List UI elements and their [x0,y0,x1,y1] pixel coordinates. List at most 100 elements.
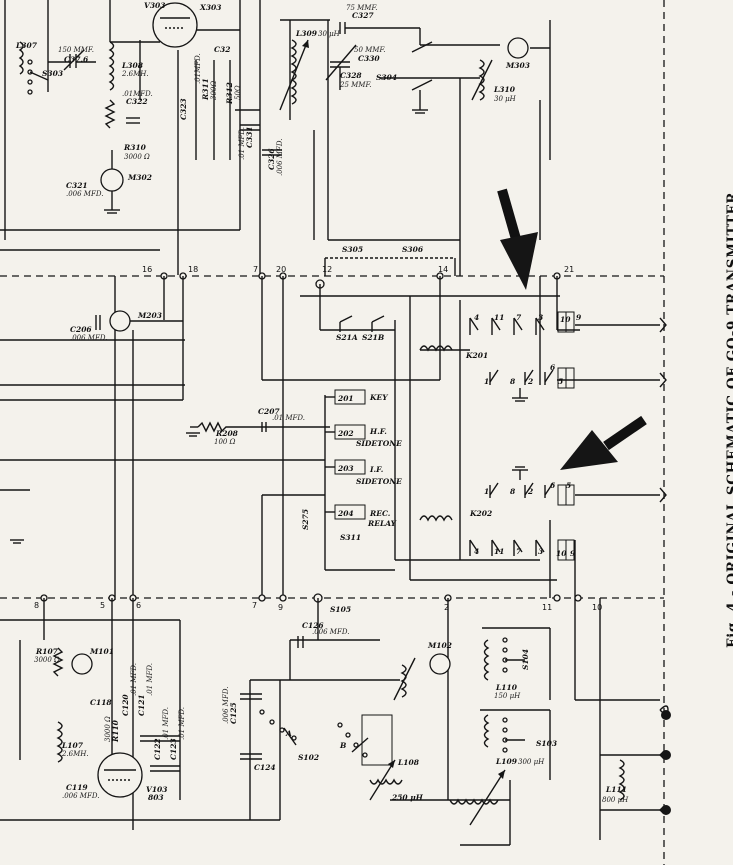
label-s105: S105 [330,605,351,614]
k201-relay [419,311,575,402]
label-l309: L309 [295,29,318,38]
terminal-7-lower: 7 [252,601,257,610]
label-jack-203-if: I.F. [369,465,384,474]
label-r110-value: 3000 Ω [104,716,112,742]
label-c126-value: .006 MFD. [312,628,349,636]
label-m203: M203 [137,311,162,320]
label-c330-value: 50 MMF. [354,46,385,54]
m303-meter [507,37,529,59]
r310-resistor [104,99,116,129]
figure-caption-container: Fig. 4 - ORIGINAL SCHEMATIC OF GO-9 TRAN… [697,158,733,658]
label-c125: C125 [229,702,238,724]
top-section-wiring [0,0,551,276]
k202-relay [419,466,575,561]
label-c376: C37.6 [64,55,89,64]
label-jack-202-sidetone: SIDETONE [356,439,402,448]
label-c323: C323 [179,98,188,120]
s102-coil-block [361,714,393,766]
label-c328: C328 [340,71,362,80]
upper-terminal-row [160,272,561,289]
label-r107-value: 3000 Ω [34,656,60,664]
label-r311-value: 300Ω [210,81,218,100]
terminal-9: 9 [278,603,283,612]
k201-contact-10: 10 [560,315,571,324]
terminal-18: 18 [188,265,198,274]
label-jack-204-relay: RELAY [367,519,397,528]
k202-contact-7: 7 [516,547,522,556]
k202-contact-5: 5 [566,481,571,490]
label-c321-value: .006 MFD. [66,190,103,198]
label-jack-203: 203 [337,464,354,473]
label-r312: R312 [225,82,234,105]
k202-contact-9: 9 [570,549,576,558]
label-c331: C331 [245,126,254,148]
terminal-8: 8 [34,601,39,610]
label-s303: S303 [42,69,63,78]
label-jack-202: 202 [337,429,354,438]
terminal-7-upper: 7 [253,265,258,274]
label-m303: M303 [505,61,530,70]
label-c120: C120 [121,694,130,716]
s104-switch [502,637,525,673]
m102-meter [429,653,451,675]
pointer-arrow-upper [497,188,538,290]
label-l308: L308 [121,61,144,70]
label-c321: C321 [66,181,88,190]
output-jacks-lower [659,705,671,815]
label-c328-value: 25 MMF. [339,81,371,89]
label-l310-value: 30 μH [494,95,517,103]
terminal-5: 5 [100,601,105,610]
k202-contact-10: 10 [556,549,567,558]
label-l107-value: 2.6MH. [61,750,89,758]
k201-contact-11: 11 [494,313,504,322]
k201-contact-3: 3 [538,313,543,322]
label-v103: V103 [146,785,167,794]
l310-coil [478,59,485,101]
k202-contact-11: 11 [494,547,504,556]
l109-coil [449,798,499,805]
figure-caption: Fig. 4 - ORIGINAL SCHEMATIC OF GO-9 TRAN… [725,191,733,648]
label-c327-value: 75 MMF. [346,4,377,12]
l110-coil [483,639,490,681]
label-c123: C123 [169,738,178,760]
label-s311: S311 [340,533,361,542]
s103-switch [483,714,525,753]
k201-contact-7: 7 [516,313,522,322]
label-r310-value: 3000 Ω [124,153,150,161]
label-c32: C32 [214,45,230,54]
k201-contact-8: 8 [510,377,516,386]
label-jack-202-hf: H.F. [369,427,387,436]
label-c376-value: 150 MMF. [58,46,94,54]
r107-resistor [52,647,64,677]
label-l109: L109 [495,757,518,766]
c376-variable-capacitor [48,49,96,71]
terminal-2: 2 [444,603,449,612]
s305-s306-switches [324,257,456,276]
terminal-10: 10 [592,603,602,612]
label-v303: V303 [144,1,165,10]
v103-tube [97,752,143,798]
label-m102: M102 [427,641,452,650]
label-s102: S102 [298,753,319,762]
label-c207-value: .01 MFD. [272,414,305,422]
label-l307: L307 [15,41,38,50]
label-m302: M302 [127,173,152,182]
label-r110: R110 [111,719,120,743]
label-l108: L108 [397,758,420,767]
k201-contact-9: 9 [576,313,582,322]
selector-letter-b: B [339,741,346,750]
label-c123-value: .01 MFD. [178,707,186,740]
label-v103-type: 803 [148,793,164,802]
r208-resistor [197,421,266,433]
terminal-20: 20 [276,265,286,274]
label-s21a: S21A [336,333,358,342]
label-l309-value: 30 μH [318,30,341,38]
label-jack-201-key: KEY [369,393,388,402]
terminal-12: 12 [322,265,332,274]
label-c207: C207 [258,407,280,416]
label-c322-value: .01MFD. [122,90,153,98]
label-c206: C206 [70,325,92,334]
label-s304: S304 [376,73,397,82]
